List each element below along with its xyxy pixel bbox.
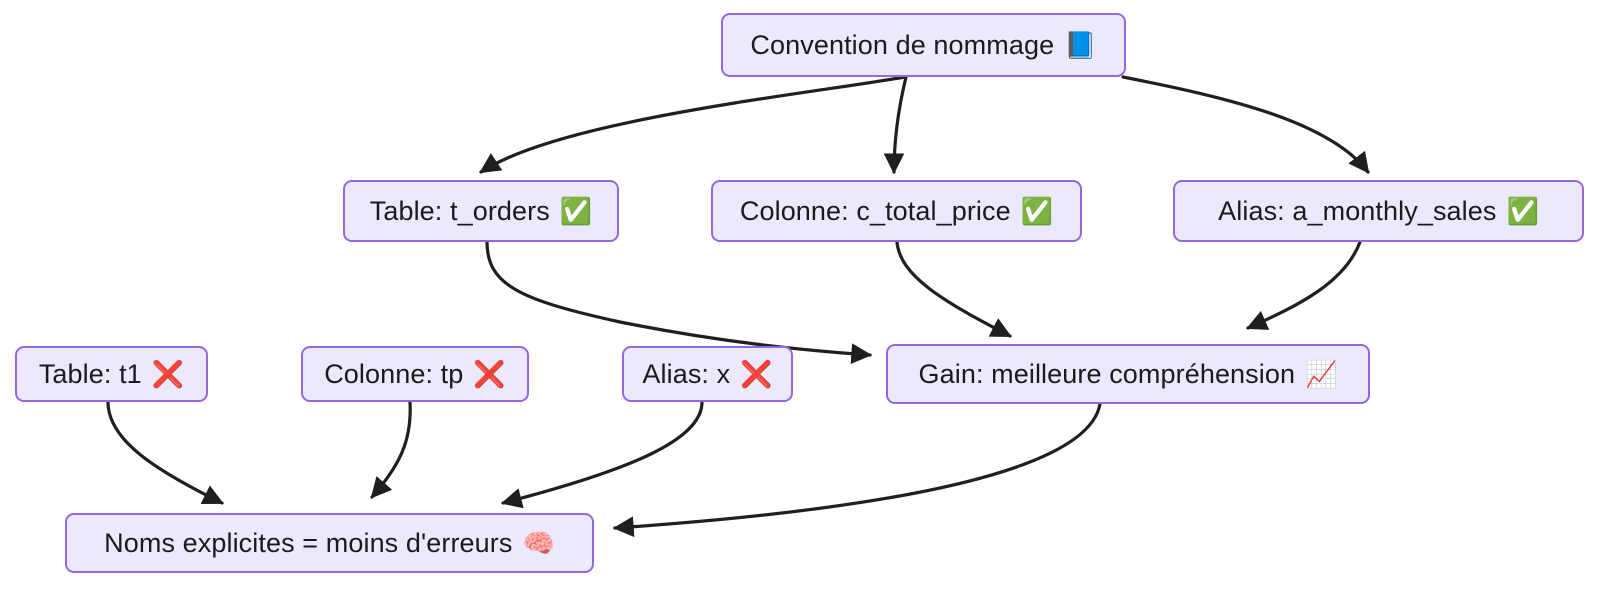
edge-good_alias-to-gain	[1246, 240, 1362, 330]
node-outcome[interactable]: Noms explicites = moins d'erreurs 🧠	[65, 513, 594, 573]
edge-bad_table-to-outcome	[106, 400, 224, 505]
node-label-bad_alias: Alias: x	[642, 358, 731, 389]
node-label-good_table: Table: t_orders	[369, 195, 550, 226]
edge-root-to-good_column	[883, 75, 908, 175]
node-label-root: Convention de nommage	[750, 29, 1055, 60]
node-label-gain: Gain: meilleure compréhension	[918, 358, 1296, 389]
node-label-bad_table: Table: t1	[38, 358, 142, 389]
edge-bad_column-to-outcome	[370, 400, 412, 499]
cross-mark-emoji: ❌	[473, 359, 506, 389]
blue-book-emoji: 📘	[1064, 30, 1097, 60]
edge-root-to-good_alias	[1121, 75, 1370, 174]
node-bad_table[interactable]: Table: t1 ❌	[15, 346, 208, 402]
node-gain[interactable]: Gain: meilleure compréhension 📈	[886, 344, 1370, 404]
edge-good_table-to-gain	[485, 240, 873, 365]
chart-increasing-emoji: 📈	[1305, 359, 1338, 389]
check-mark-button-emoji: ✅	[559, 196, 593, 226]
node-bad_alias[interactable]: Alias: x ❌	[622, 346, 793, 402]
check-mark-button-emoji: ✅	[1020, 196, 1054, 226]
cross-mark-emoji: ❌	[740, 359, 773, 389]
edge-bad_alias-to-outcome	[500, 400, 704, 509]
node-label-good_alias: Alias: a_monthly_sales	[1218, 195, 1497, 226]
brain-emoji: 🧠	[522, 528, 555, 558]
edge-root-to-good_table	[479, 75, 907, 174]
node-good_alias[interactable]: Alias: a_monthly_sales ✅	[1173, 180, 1584, 242]
node-bad_column[interactable]: Colonne: tp ❌	[301, 346, 529, 402]
node-root[interactable]: Convention de nommage 📘	[721, 13, 1126, 77]
check-mark-button-emoji: ✅	[1506, 196, 1539, 226]
edge-gain-to-outcome	[612, 402, 1102, 538]
node-good_column[interactable]: Colonne: c_total_price ✅	[711, 180, 1082, 242]
edge-good_column-to-gain	[895, 240, 1012, 338]
node-label-outcome: Noms explicites = moins d'erreurs	[104, 527, 513, 558]
node-label-good_column: Colonne: c_total_price	[739, 195, 1011, 226]
node-label-bad_column: Colonne: tp	[324, 358, 464, 389]
node-good_table[interactable]: Table: t_orders ✅	[343, 180, 619, 242]
cross-mark-emoji: ❌	[151, 359, 185, 389]
